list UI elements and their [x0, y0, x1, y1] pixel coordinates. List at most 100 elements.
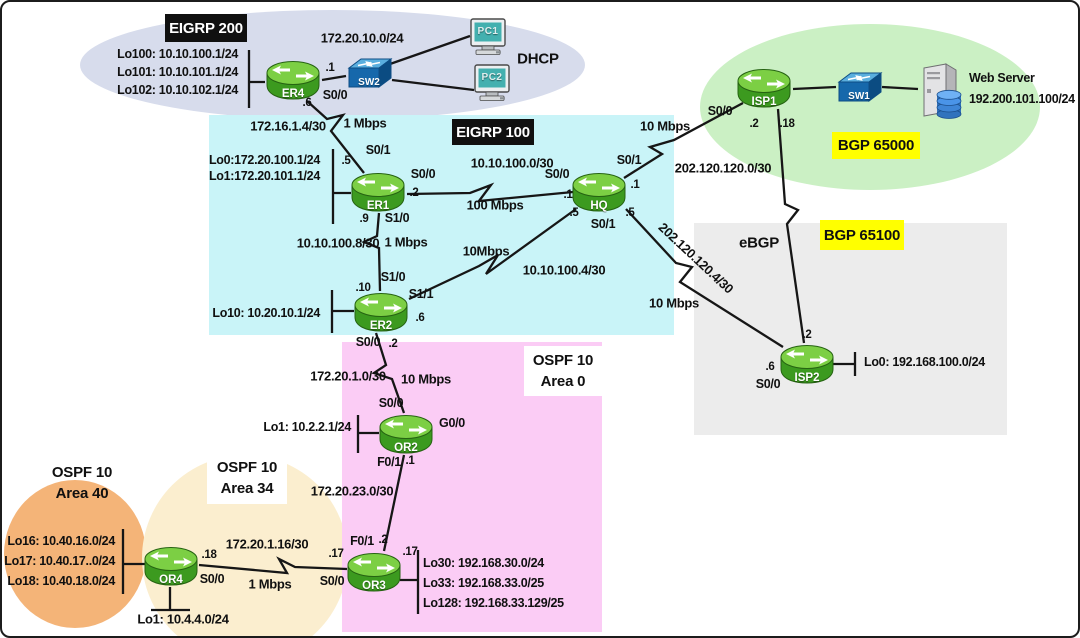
hq-isp1-network-label: 202.120.120.0/30	[674, 160, 772, 176]
ospf-area0-line1: OSPF 10	[532, 352, 594, 369]
or3-or4-network-label: 172.20.1.16/30	[225, 536, 309, 552]
link-er2-hq	[408, 208, 577, 301]
switch-sw1[interactable]: SW1	[835, 70, 883, 106]
hq-isp2-speed-label: 10 Mbps	[649, 295, 699, 311]
link-or3-or4	[198, 556, 348, 575]
eigrp200-tag-text: EIGRP 200	[169, 19, 243, 37]
er2-s10-label: S1/0	[380, 270, 406, 284]
or4-loopback-1: Lo17: 10.40.17..0/24	[4, 554, 115, 568]
region-eigrp100	[209, 115, 674, 335]
link-sw1-webserver	[881, 85, 919, 91]
ospf-area34-line2: Area 34	[220, 480, 274, 497]
hq-isp1-speed-label: 10 Mbps	[640, 118, 690, 134]
er2-addr6-label: .6	[415, 312, 425, 324]
hq-s01t-label: S0/1	[616, 153, 642, 167]
er4-er1-network-label: 172.16.1.4/30	[250, 118, 326, 134]
er1-er2-network-label: 10.10.100.8/30	[296, 235, 380, 251]
router-er1-label: ER1	[366, 200, 390, 212]
pc-icon	[474, 64, 510, 101]
server-icon	[923, 63, 962, 119]
er1-hq-speed-label: 100 Mbps	[466, 197, 524, 213]
ebgp-label: eBGP	[738, 234, 780, 252]
router-icon	[347, 553, 401, 592]
er1-addr5-label: .5	[341, 155, 351, 167]
er2-or2-network-label: 172.20.1.0/30	[310, 368, 386, 384]
link-hq-isp2	[625, 208, 784, 348]
link-er2-or2	[371, 332, 406, 414]
web-server[interactable]	[916, 62, 964, 120]
isp2-addr6-label: .6	[765, 361, 775, 373]
or2-loopback-0: Lo1: 10.2.2.1/24	[263, 420, 351, 434]
er4-s00-label: S0/0	[322, 88, 348, 102]
switch-sw1-label: SW1	[848, 91, 870, 102]
er2-loopback-0: Lo10: 10.20.10.1/24	[212, 306, 320, 320]
er1-er2-speed-label: 1 Mbps	[384, 234, 428, 250]
router-hq-label: HQ	[590, 200, 608, 212]
hq-s00-label: S0/0	[544, 167, 570, 181]
switch-sw2[interactable]: SW2	[345, 56, 393, 92]
link-sw2-pc1	[389, 34, 471, 66]
router-er1[interactable]: ER1	[349, 170, 407, 214]
link-sw2-pc2	[391, 78, 475, 92]
router-or3[interactable]: OR3	[345, 550, 403, 594]
or3-s00-label: S0/0	[319, 574, 345, 588]
isp1-addr18-label: .18	[779, 118, 795, 130]
isp2-addr2-label: .2	[802, 329, 812, 341]
or3-loopback-0: Lo30: 192.168.30.0/24	[423, 556, 544, 570]
router-icon	[572, 173, 626, 212]
er4-sw2-addr-label: .1	[325, 62, 335, 74]
or4-loopback-2: Lo18: 10.40.18.0/24	[7, 574, 115, 588]
er4-loopback-1: Lo101: 10.10.101.1/24	[117, 65, 238, 79]
er4-loopback-2: Lo102: 10.10.102.1/24	[117, 83, 238, 97]
or3-f01-label: F0/1	[350, 534, 374, 548]
dhcp-label: DHCP	[517, 50, 559, 68]
er4-addr6-label: .6	[302, 97, 312, 109]
router-er2[interactable]: ER2	[352, 290, 410, 334]
router-isp1[interactable]: ISP1	[735, 66, 793, 110]
or3-or4-speed-label: 1 Mbps	[248, 576, 292, 592]
bgp65000-tag-text: BGP 65000	[837, 137, 915, 154]
router-icon	[379, 415, 433, 454]
er2-or2-speed-label: 10 Mbps	[401, 371, 451, 387]
or3-addr2-label: .2	[378, 534, 388, 546]
link-er1-er2	[361, 212, 382, 292]
isp1-s00-label: S0/0	[707, 104, 733, 118]
router-icon	[266, 61, 320, 100]
pc1[interactable]: PC1	[468, 18, 508, 60]
er1-loopback-0: Lo0:172.20.100.1/24	[208, 153, 320, 167]
ospf-area40-line2: Area 40	[55, 485, 109, 502]
or4-lo1-label: Lo1: 10.4.4.0/24	[137, 611, 229, 627]
er1-s10-label: S1/0	[384, 211, 410, 225]
or3-loopback-1: Lo33: 192.168.33.0/25	[423, 576, 544, 590]
pc2[interactable]: PC2	[472, 64, 512, 106]
router-isp2[interactable]: ISP2	[778, 342, 836, 386]
isp2-loopback-0: Lo0: 192.168.100.0/24	[864, 355, 985, 369]
lan-network-label: 172.20.10.0/24	[320, 30, 404, 46]
hq-addr5l-label: .5	[569, 207, 579, 219]
link-hq-isp1	[623, 101, 744, 179]
router-icon	[737, 69, 791, 108]
eigrp100-tag-text: EIGRP 100	[456, 123, 530, 141]
or2-f01-label: F0/1	[377, 455, 401, 469]
router-or4[interactable]: OR4	[142, 544, 200, 588]
er2-hq-speed-label: 10Mbps	[462, 243, 510, 259]
router-hq[interactable]: HQ	[570, 170, 628, 214]
router-icon	[354, 293, 408, 332]
er2-addr2-label: .2	[388, 338, 398, 350]
bgp65100-tag: BGP 65100	[820, 220, 904, 250]
or2-s00-label: S0/0	[378, 396, 404, 410]
er1-addr2-label: .2	[409, 187, 419, 199]
isp2-s00-label: S0/0	[755, 377, 781, 391]
er1-loopback-1: Lo1:172.20.101.1/24	[208, 169, 320, 183]
switch-icon	[837, 72, 883, 102]
link-er4-er1	[306, 100, 365, 174]
link-isp1-isp2	[776, 108, 806, 344]
router-er4[interactable]: ER4	[264, 58, 322, 102]
switch-sw2-label: SW2	[358, 77, 380, 88]
link-er1-hq	[406, 182, 574, 203]
router-or2[interactable]: OR2	[377, 412, 435, 456]
web-server-name: Web Server	[969, 71, 1035, 85]
bgp65000-tag: BGP 65000	[832, 132, 920, 159]
